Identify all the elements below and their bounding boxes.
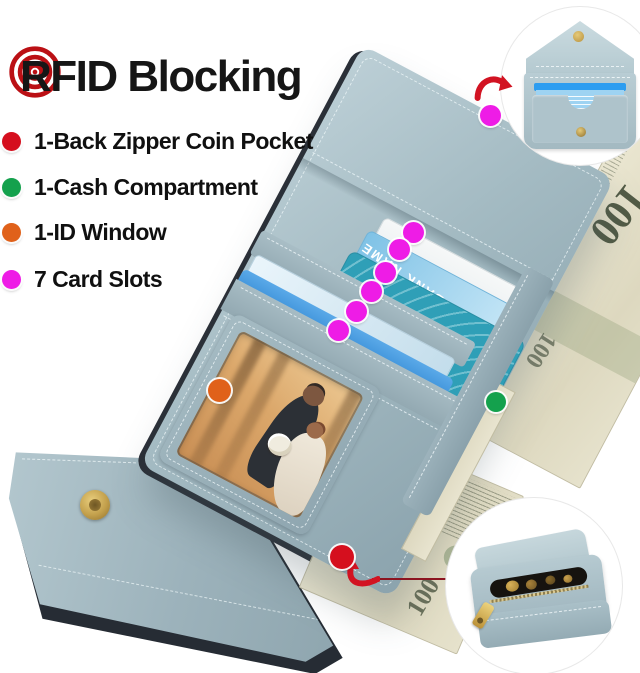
stitch-line [536,66,624,67]
snap-button [573,31,584,42]
bill-seal [636,227,640,260]
feature-item-card-slots: 7 Card Slots [2,266,163,293]
inset-card-pocket-view [500,6,640,166]
feature-label: 7 Card Slots [34,266,163,292]
feature-item-id-window: 1-ID Window [2,219,167,246]
zipper-pull-hole [475,616,485,625]
id-window-marker [208,379,231,402]
card-slot-marker-2 [403,222,424,243]
closed-wallet [446,498,622,673]
card-body [536,90,624,97]
coin [505,579,520,593]
card-slot-marker-7 [328,320,349,341]
back-card-pocket [532,95,628,143]
pocket-notch [568,95,594,109]
stitch-line [38,564,320,621]
feature-item-cash-compartment: 1-Cash Compartment [2,174,258,201]
orange-dot-icon [2,223,21,242]
wallet-back-body [524,73,636,149]
feature-label: 1-Cash Compartment [34,174,258,200]
snap-button [576,127,586,137]
card-slot-marker-5 [361,281,382,302]
bill-denomination: 100 [400,572,446,621]
rfid-signal-icon [7,44,63,100]
flip-arrow-icon [472,68,515,111]
snap-button [80,490,110,520]
leader-line [372,578,484,580]
feature-label: 1-ID Window [34,219,167,245]
coin [525,578,538,591]
stitch-line [530,77,630,78]
magenta-dot-icon [2,270,21,289]
coin-pocket-marker [330,545,354,569]
cash-compartment-marker [486,392,506,412]
feature-label: 1-Back Zipper Coin Pocket [34,128,313,154]
card-slot-marker-3 [389,239,410,260]
card-slot-marker-1 [480,105,501,126]
red-dot-icon [2,132,21,151]
green-dot-icon [2,178,21,197]
blue-card-edge [534,83,626,91]
page-title: RFID Blocking [20,52,303,101]
feature-item-coin-pocket: 1-Back Zipper Coin Pocket [2,128,313,155]
coin [562,574,573,584]
wallet-back-flap [526,21,634,75]
card-slot-marker-6 [346,301,367,322]
coin [544,574,557,586]
card-slot-marker-4 [375,262,396,283]
inset-zipper-pocket-view [445,497,623,673]
